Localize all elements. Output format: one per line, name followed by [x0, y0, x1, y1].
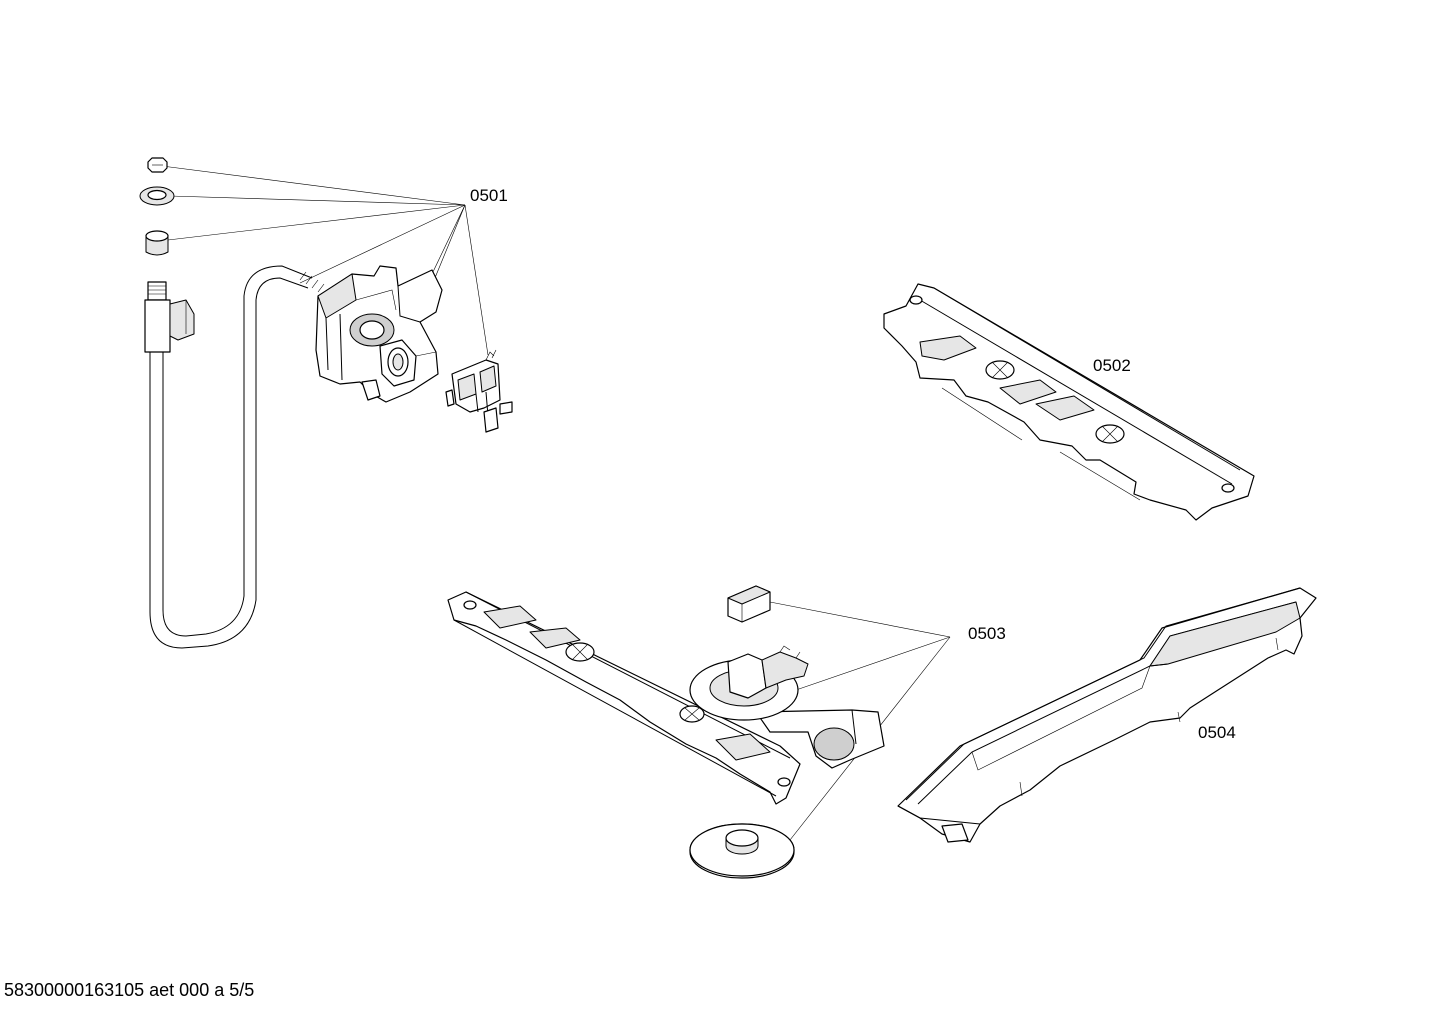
hose-sleeve — [145, 230, 169, 256]
valve-housing — [315, 265, 443, 403]
part-label-0503: 0503 — [968, 624, 1006, 643]
part-label-0501: 0501 — [470, 186, 508, 205]
part-group-0502: 0502 — [883, 283, 1255, 521]
leader-lines-0501 — [161, 165, 489, 356]
clip-part — [727, 585, 771, 623]
lower-spray-arm — [447, 591, 885, 805]
document-code: 58300000163105 aet 000 a 5/5 — [4, 980, 255, 1000]
part-label-0502: 0502 — [1093, 356, 1131, 375]
solenoid-valve — [445, 349, 513, 433]
seal-ring — [139, 186, 175, 206]
part-group-0503: 0503 — [447, 585, 1006, 879]
part-group-0501: 0501 — [139, 157, 513, 649]
water-channel — [897, 587, 1317, 843]
spray-arm-disc — [689, 823, 795, 879]
spray-arm-hub — [689, 645, 809, 721]
part-label-0504: 0504 — [1198, 723, 1236, 742]
upper-spray-arm — [883, 283, 1255, 521]
inlet-hose — [144, 265, 325, 649]
part-group-0504: 0504 — [897, 587, 1317, 843]
cap-nut — [147, 157, 168, 173]
